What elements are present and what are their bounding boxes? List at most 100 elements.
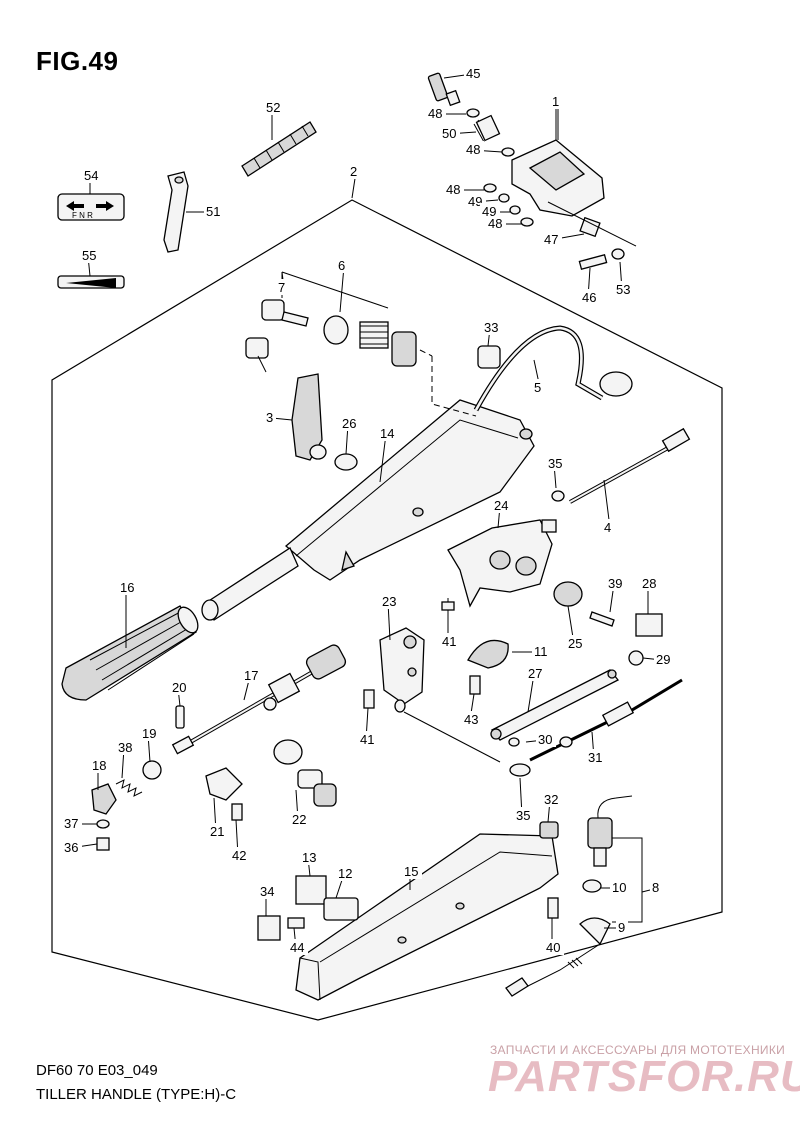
- cable-31: [403, 678, 683, 777]
- callout-13: 13: [302, 850, 316, 865]
- callout-bg-37: [62, 815, 82, 831]
- cable-4: [551, 427, 691, 504]
- callout-bg-40: [544, 939, 564, 955]
- callout-4: 4: [604, 520, 611, 535]
- callout-bg-22: [290, 811, 310, 827]
- callout-bg-47: [542, 231, 562, 247]
- callout-15: 15: [404, 864, 418, 879]
- callout-49b: 49: [482, 204, 496, 219]
- callout-bg-31: [586, 749, 606, 765]
- callout-bg-2: [348, 163, 360, 179]
- callout-bg-9: [616, 919, 628, 935]
- callout-14: 14: [380, 426, 394, 441]
- callout-bg-48b: [464, 141, 484, 157]
- clip-34: [257, 915, 281, 941]
- callout-bg-5: [532, 379, 544, 395]
- bolt-36: [96, 837, 110, 851]
- callout-53: 53: [616, 282, 630, 297]
- spring-38: [115, 779, 143, 797]
- callout-41b: 41: [360, 732, 374, 747]
- callout-bg-1: [550, 93, 562, 109]
- callout-26: 26: [342, 416, 356, 431]
- connector-12: [323, 897, 359, 921]
- callout-bg-36: [62, 839, 82, 855]
- callout-22: 22: [292, 812, 306, 827]
- holder-51: [163, 171, 189, 253]
- callout-bg-50: [440, 125, 460, 141]
- screw-44: [287, 917, 305, 929]
- callout-41a: 41: [442, 634, 456, 649]
- callout-bg-7: [276, 279, 288, 295]
- callout-27: 27: [528, 666, 542, 681]
- callout-leader-14: [379, 433, 387, 483]
- collar-19: [142, 760, 162, 780]
- callout-32: 32: [544, 792, 558, 807]
- callout-35b: 35: [516, 808, 530, 823]
- model-code: DF60 70 E03_049: [36, 1062, 158, 1079]
- bolt-40: [547, 897, 559, 919]
- callout-38: 38: [118, 740, 132, 755]
- callout-bg-35a: [546, 455, 566, 471]
- grommet-32: [539, 821, 559, 839]
- callout-bg-39: [606, 575, 626, 591]
- pin-20: [175, 705, 185, 729]
- switch-plate-markings: F N R: [72, 211, 93, 220]
- callout-33: 33: [484, 320, 498, 335]
- callout-29: 29: [656, 652, 670, 667]
- callout-bg-16: [118, 579, 138, 595]
- base-plate-15: [295, 833, 559, 1001]
- callout-bg-41b: [358, 731, 378, 747]
- callout-12: 12: [338, 866, 352, 881]
- callout-bg-52: [264, 99, 284, 115]
- callout-2: 2: [350, 164, 357, 179]
- callout-21: 21: [210, 824, 224, 839]
- callout-bg-38: [116, 739, 136, 755]
- callout-25: 25: [568, 636, 582, 651]
- callout-44: 44: [290, 940, 304, 955]
- callout-bg-46: [580, 289, 600, 305]
- callout-16: 16: [120, 580, 134, 595]
- callout-48b: 48: [466, 142, 480, 157]
- callout-54: 54: [84, 168, 98, 183]
- bolt-42: [231, 803, 243, 821]
- ignition-keys: [245, 299, 309, 373]
- callout-bg-43: [462, 711, 482, 727]
- callout-bg-23: [380, 593, 400, 609]
- callout-9: 9: [618, 920, 625, 935]
- callout-49a: 49: [468, 194, 482, 209]
- bracket-13: [295, 875, 327, 905]
- callout-bg-21: [208, 823, 228, 839]
- callout-46: 46: [582, 290, 596, 305]
- ball-29: [628, 650, 644, 666]
- callout-37: 37: [64, 816, 78, 831]
- callout-bg-48a: [426, 105, 446, 121]
- callout-48d: 48: [488, 216, 502, 231]
- bolt-43: [469, 675, 481, 695]
- watermark-tagline: ЗАПЧАСТИ И АКСЕССУАРЫ ДЛЯ МОТОТЕХНИКИ: [490, 1043, 786, 1057]
- callout-17: 17: [244, 668, 258, 683]
- throttle-grip-16: [61, 605, 199, 701]
- callout-23: 23: [382, 594, 396, 609]
- callout-bg-6: [336, 257, 348, 273]
- grommet-33: [477, 345, 501, 369]
- callout-51: 51: [206, 204, 220, 219]
- block-18: [91, 783, 117, 815]
- callout-bg-54: [82, 167, 102, 183]
- callout-bg-3: [264, 409, 276, 425]
- collar-25: [553, 581, 583, 607]
- callout-35a: 35: [548, 456, 562, 471]
- callout-bg-48c: [444, 181, 464, 197]
- clamp-22: [273, 739, 337, 807]
- stop-switch-8: [505, 795, 643, 997]
- callout-bg-49b: [480, 203, 500, 219]
- callout-bg-35b: [514, 807, 534, 823]
- callout-bg-8: [650, 879, 662, 895]
- callout-bg-19: [140, 725, 160, 741]
- callout-48c: 48: [446, 182, 460, 197]
- callout-bg-25: [566, 635, 586, 651]
- callout-18: 18: [92, 758, 106, 773]
- callout-bg-51: [204, 203, 224, 219]
- link-rod-27: [490, 669, 620, 741]
- callout-leader-6: [339, 265, 345, 313]
